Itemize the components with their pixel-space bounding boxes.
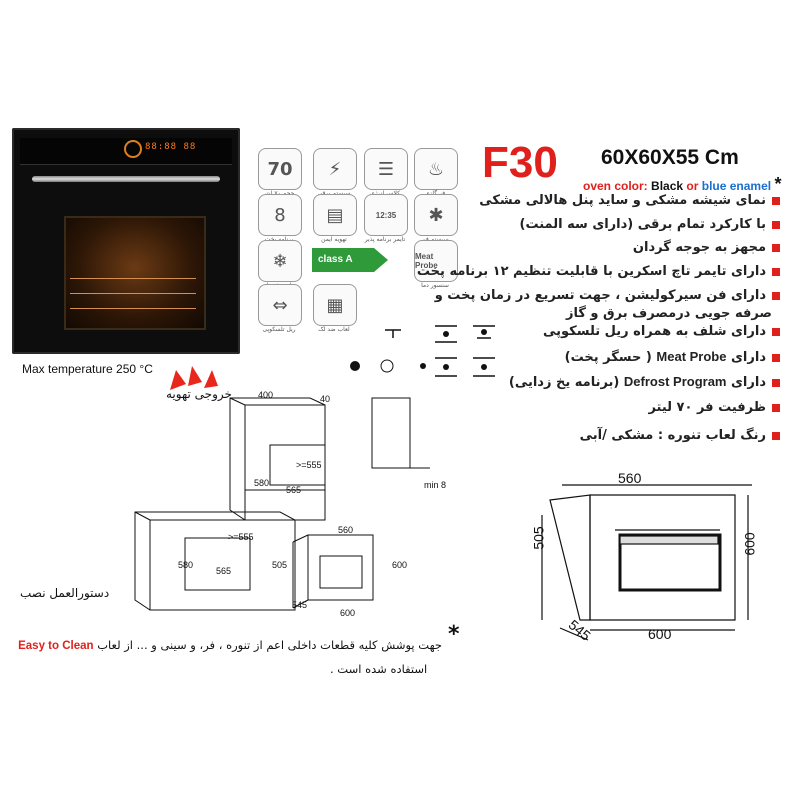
dim-600v: 600	[392, 560, 408, 570]
model-name: F30	[482, 138, 558, 187]
defrost-icon-glyph: ❄	[272, 250, 288, 272]
feature-item: مجهز به جوجه گردان	[633, 240, 780, 255]
energy-label-icon-glyph: ☰	[377, 158, 395, 180]
easy-clean-icon: ▦	[313, 284, 357, 326]
max-temperature: Max temperature 250 °C	[22, 362, 153, 376]
oven-dimensions: 60X60X55 Cm	[601, 146, 739, 169]
timer-icon: 12:35	[364, 194, 408, 236]
star-mark: *	[774, 174, 782, 194]
dim-560a: 560	[338, 525, 354, 535]
dim-580b: 580	[178, 560, 194, 570]
dim-565a: 565	[286, 485, 302, 495]
grill-icon: ▤	[313, 194, 357, 236]
oven-color-line: oven color: Black or blue enamel *	[583, 174, 781, 195]
electric-oven-icon-caption: سیستم برقی	[306, 190, 362, 197]
dim-600h: 600	[340, 608, 356, 618]
fan-icon-caption: سیستم فن	[407, 236, 463, 243]
color-label: oven color:	[583, 179, 648, 193]
feature-item: دارای فن سیرکولیشن ، جهت تسریع در زمان پ…	[435, 288, 780, 303]
front-dim-505: 505	[530, 526, 547, 550]
telescopic-rail-icon-glyph: ⇔	[272, 294, 288, 316]
feature-item: دارای تایمر تاچ اسکرین با قابلیت تنظیم ۱…	[417, 264, 780, 279]
front-dim-560: 560	[618, 470, 642, 486]
vent-label: خروجی تهویه	[166, 387, 232, 401]
easy-clean-label: Easy to Clean	[18, 640, 94, 652]
dim-555b: >=555	[228, 532, 254, 542]
feature-item: ظرفیت فر ۷۰ لیتر	[648, 400, 780, 415]
dim-505: 505	[272, 560, 288, 570]
front-dim-600h: 600	[648, 626, 672, 642]
color-or: or	[686, 179, 699, 193]
oven-rack	[70, 308, 196, 309]
dim-400: 400	[258, 390, 274, 400]
oven-rack	[70, 293, 196, 294]
meat-probe-icon: Meat Probe	[414, 240, 458, 282]
telescopic-rail-icon-caption: ریل تلسکوپی	[262, 326, 296, 333]
footnote-line1: جهت پوشش کلیه قطعات داخلی اعم از تنوره ،…	[18, 638, 442, 652]
energy-label-icon: ☰	[364, 148, 408, 190]
oven-handle	[32, 176, 220, 182]
dim-min8: min 8	[424, 480, 447, 490]
control-knob	[124, 140, 142, 158]
color-blue: blue enamel	[701, 179, 772, 193]
grill-icon-caption: تهویه ایمن	[321, 236, 347, 243]
oven-window	[64, 216, 206, 330]
flame-icon: ♨	[414, 148, 458, 190]
install-title: دستورالعمل نصب	[20, 586, 110, 600]
front-view-diagram	[541, 484, 752, 641]
program-icon: 8	[258, 194, 302, 236]
telescopic-rail-icon: ⇔	[258, 284, 302, 326]
easy-clean-icon-caption: لعاب ضد لک	[318, 326, 350, 333]
dim-555a: >=555	[296, 460, 322, 470]
oven-display: 88:88 88	[145, 142, 197, 152]
dim-580a: 580	[254, 478, 270, 488]
flame-icon-caption: فر گازی	[407, 190, 463, 197]
feature-item: دارای شلف به همراه ریل تلسکوپی	[543, 324, 780, 339]
footnote-line2: استفاده شده است .	[330, 662, 428, 676]
defrost-icon: ❄	[258, 240, 302, 282]
volume-70-icon-glyph: 70	[267, 158, 293, 180]
program-icon-caption: برنامه پخت	[251, 236, 307, 243]
timer-icon-glyph: 12:35	[375, 210, 397, 220]
color-black: Black	[651, 179, 684, 193]
meat-probe-icon-glyph: Meat Probe	[415, 252, 438, 270]
dim-545: 545	[292, 600, 308, 610]
volume-70-icon: 70	[258, 148, 302, 190]
dim-565b: 565	[216, 566, 232, 576]
footnote-star: *	[448, 622, 460, 647]
flame-icon-glyph: ♨	[427, 158, 445, 180]
cooking-mode-symbols	[350, 325, 495, 377]
electric-oven-icon: ⚡	[313, 148, 357, 190]
feature-item: رنگ لعاب تنوره : مشکی /آبی	[580, 428, 780, 443]
feature-meat-probe: دارای Meat Probe ( حسگر پخت)	[565, 349, 780, 365]
fan-icon-glyph: ✱	[428, 204, 444, 226]
timer-icon-caption: تایمر برنامه پذیر	[364, 236, 406, 243]
feature-item-continued: صرفه جویی درمصرف برق و گاز	[565, 306, 772, 321]
feature-item: با کارکرد تمام برقی (دارای سه المنت)	[520, 217, 780, 232]
electric-oven-icon-glyph: ⚡	[328, 158, 342, 180]
feature-defrost: دارای Defrost Program (برنامه یخ زدایی)	[509, 374, 780, 390]
feature-item: نمای شیشه مشکی و ساید پنل هالالی مشکی	[479, 193, 780, 208]
energy-label-icon-caption: کلاس انرژی	[357, 190, 413, 197]
program-icon-glyph: 8	[274, 204, 286, 226]
meat-probe-icon-caption: سنسور دما	[421, 282, 449, 289]
oven-rack	[70, 278, 196, 279]
front-dim-600v: 600	[741, 532, 758, 556]
installation-diagram	[134, 366, 430, 611]
grill-icon-glyph: ▤	[326, 204, 344, 226]
energy-class-label: class A	[318, 254, 353, 265]
easy-clean-icon-glyph: ▦	[326, 294, 344, 316]
dim-40: 40	[320, 394, 331, 404]
energy-class-badge	[312, 248, 388, 272]
fan-icon: ✱	[414, 194, 458, 236]
volume-70-icon-caption: حجم ۷۰ لیتر	[251, 190, 307, 197]
oven-photo: 88:88 88	[12, 128, 240, 354]
